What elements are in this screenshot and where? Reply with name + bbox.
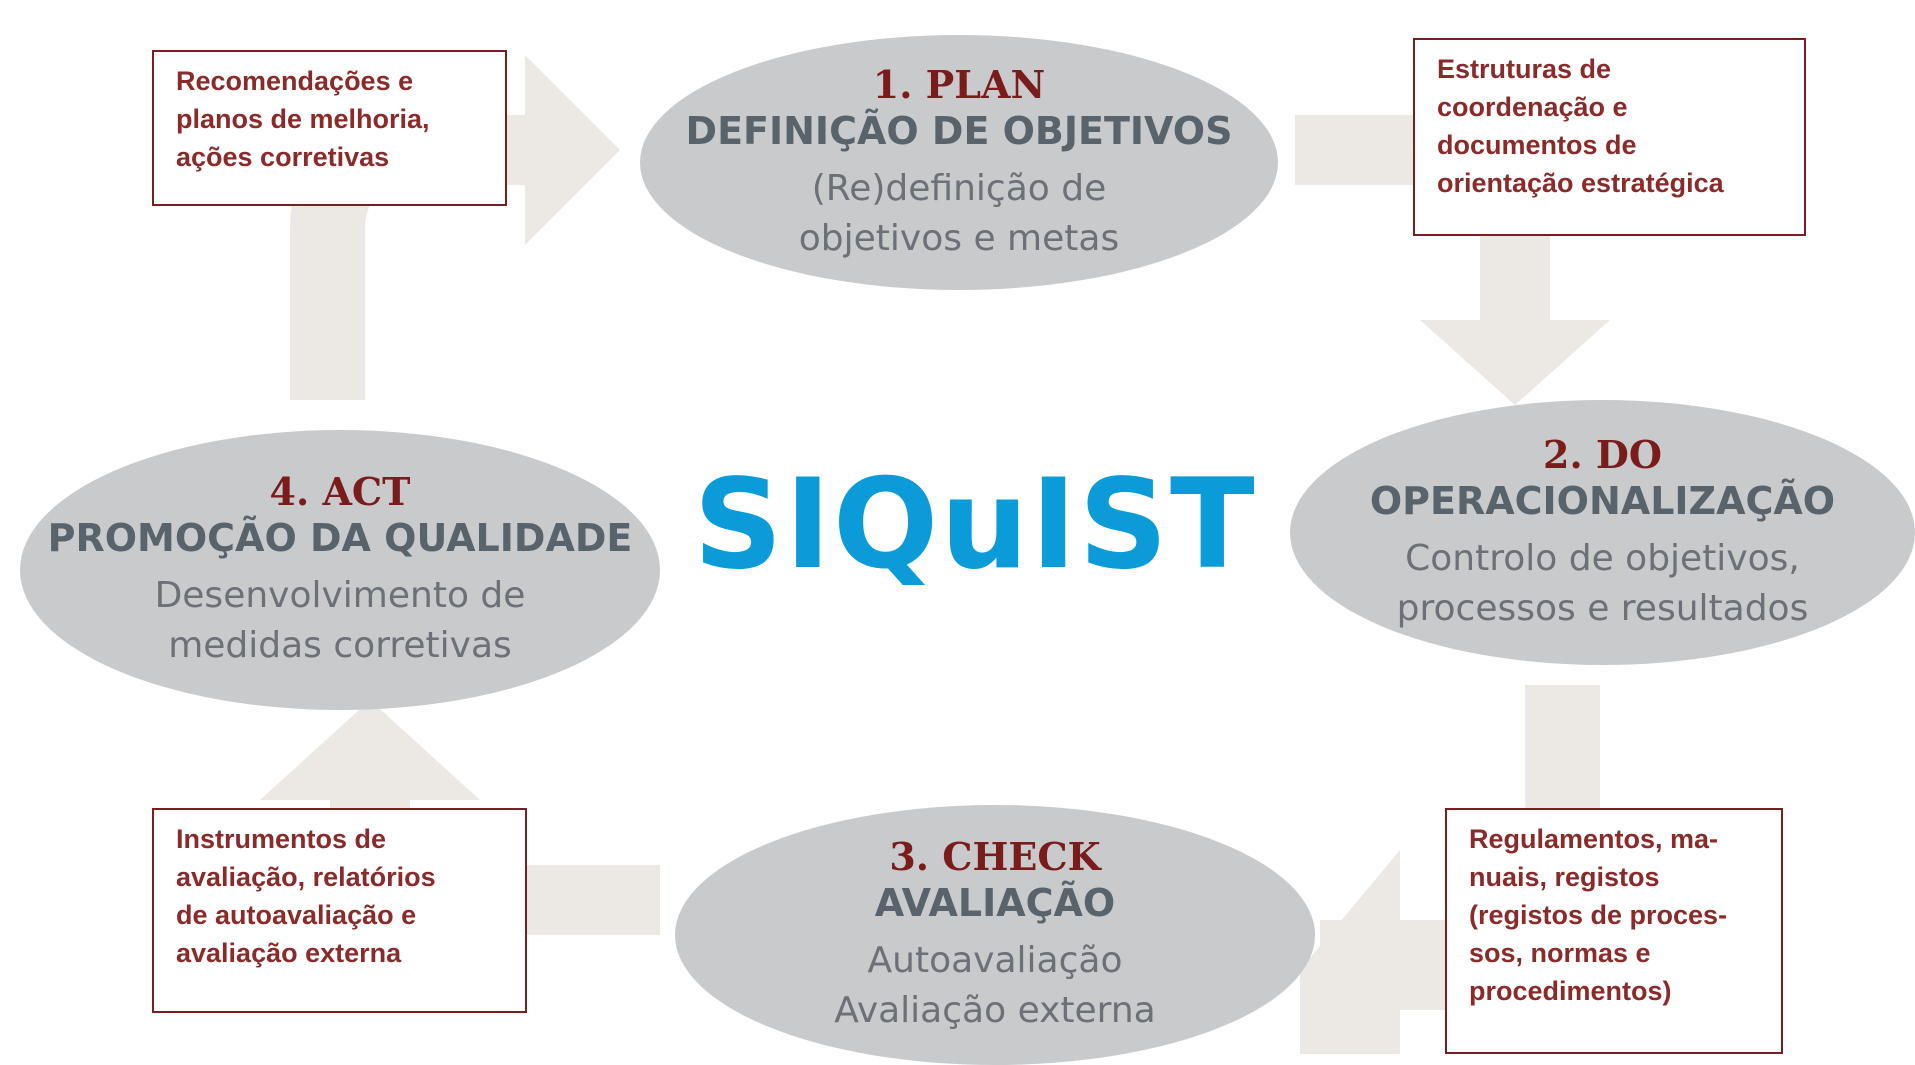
box-bottom-right: Regulamentos, ma- nuais, registos (regis… [1445,808,1783,1054]
box-top-left: Recomendações e planos de melhoria, açõe… [152,50,507,206]
box-bottom-left-line-3: de autoavaliação e [176,900,417,930]
stage-check-line-1: Autoavaliação [867,940,1123,981]
stage-plan-title: DEFINIÇÃO DE OBJETIVOS [685,108,1233,153]
stage-check-description: Autoavaliação Avaliação externa [834,936,1155,1036]
stage-plan: 1. PLAN DEFINIÇÃO DE OBJETIVOS (Re)defin… [640,35,1278,290]
stage-check-number: 3. CHECK [889,834,1101,879]
box-bottom-left-line-2: avaliação, relatórios [176,862,436,892]
box-bottom-right-line-3: (registos de proces- [1469,900,1728,930]
stage-do-description: Controlo de objetivos, processos e resul… [1397,534,1809,634]
stage-check-title: AVALIAÇÃO [874,881,1116,925]
stage-act-title: PROMOÇÃO DA QUALIDADE [47,516,633,560]
box-bottom-right-line-4: sos, normas e [1469,938,1651,968]
stage-do-line-1: Controlo de objetivos, [1405,537,1800,579]
stage-check: 3. CHECK AVALIAÇÃO Autoavaliação Avaliaç… [675,805,1315,1065]
stage-do: 2. DO OPERACIONALIZAÇÃO Controlo de obje… [1290,400,1915,665]
stage-do-number: 2. DO [1543,431,1662,477]
box-bottom-left: Instrumentos de avaliação, relatórios de… [152,808,527,1013]
box-bottom-right-line-2: nuais, registos [1469,862,1660,892]
box-bottom-right-line-5: procedimentos) [1469,976,1672,1006]
stage-act-description: Desenvolvimento de medidas corretivas [155,571,526,671]
box-top-right-line-4: orientação estratégica [1437,168,1724,198]
box-bottom-right-line-1: Regulamentos, ma- [1469,824,1719,854]
stage-plan-number: 1. PLAN [872,61,1046,107]
box-top-right: Estruturas de coordenação e documentos d… [1413,38,1806,236]
stage-do-line-2: processos e resultados [1396,587,1809,629]
box-top-right-line-3: documentos de [1437,130,1637,160]
stage-plan-line-2: objetivos e metas [798,217,1120,259]
arrow-do-to-check-head [1300,850,1400,1054]
box-bottom-left-line-4: avaliação externa [176,938,402,968]
box-top-left-line-2: planos de melhoria, [176,104,430,134]
stage-plan-line-1: (Re)definição de [811,167,1107,209]
box-top-right-line-2: coordenação e [1437,92,1628,122]
center-title: SIQuIST [693,453,1257,597]
stage-act-line-2: medidas corretivas [168,625,512,666]
stage-act-number: 4. ACT [269,469,411,514]
stage-act-line-1: Desenvolvimento de [154,575,526,616]
stage-check-line-2: Avaliação externa [834,990,1156,1031]
stage-do-title: OPERACIONALIZAÇÃO [1369,478,1836,523]
box-bottom-left-line-1: Instrumentos de [176,824,387,854]
box-top-left-line-3: ações corretivas [176,142,390,172]
box-top-right-line-1: Estruturas de [1437,54,1612,84]
box-top-left-line-1: Recomendações e [176,66,414,96]
stage-plan-description: (Re)definição de objetivos e metas [799,164,1119,264]
stage-act: 4. ACT PROMOÇÃO DA QUALIDADE Desenvolvim… [20,430,660,710]
